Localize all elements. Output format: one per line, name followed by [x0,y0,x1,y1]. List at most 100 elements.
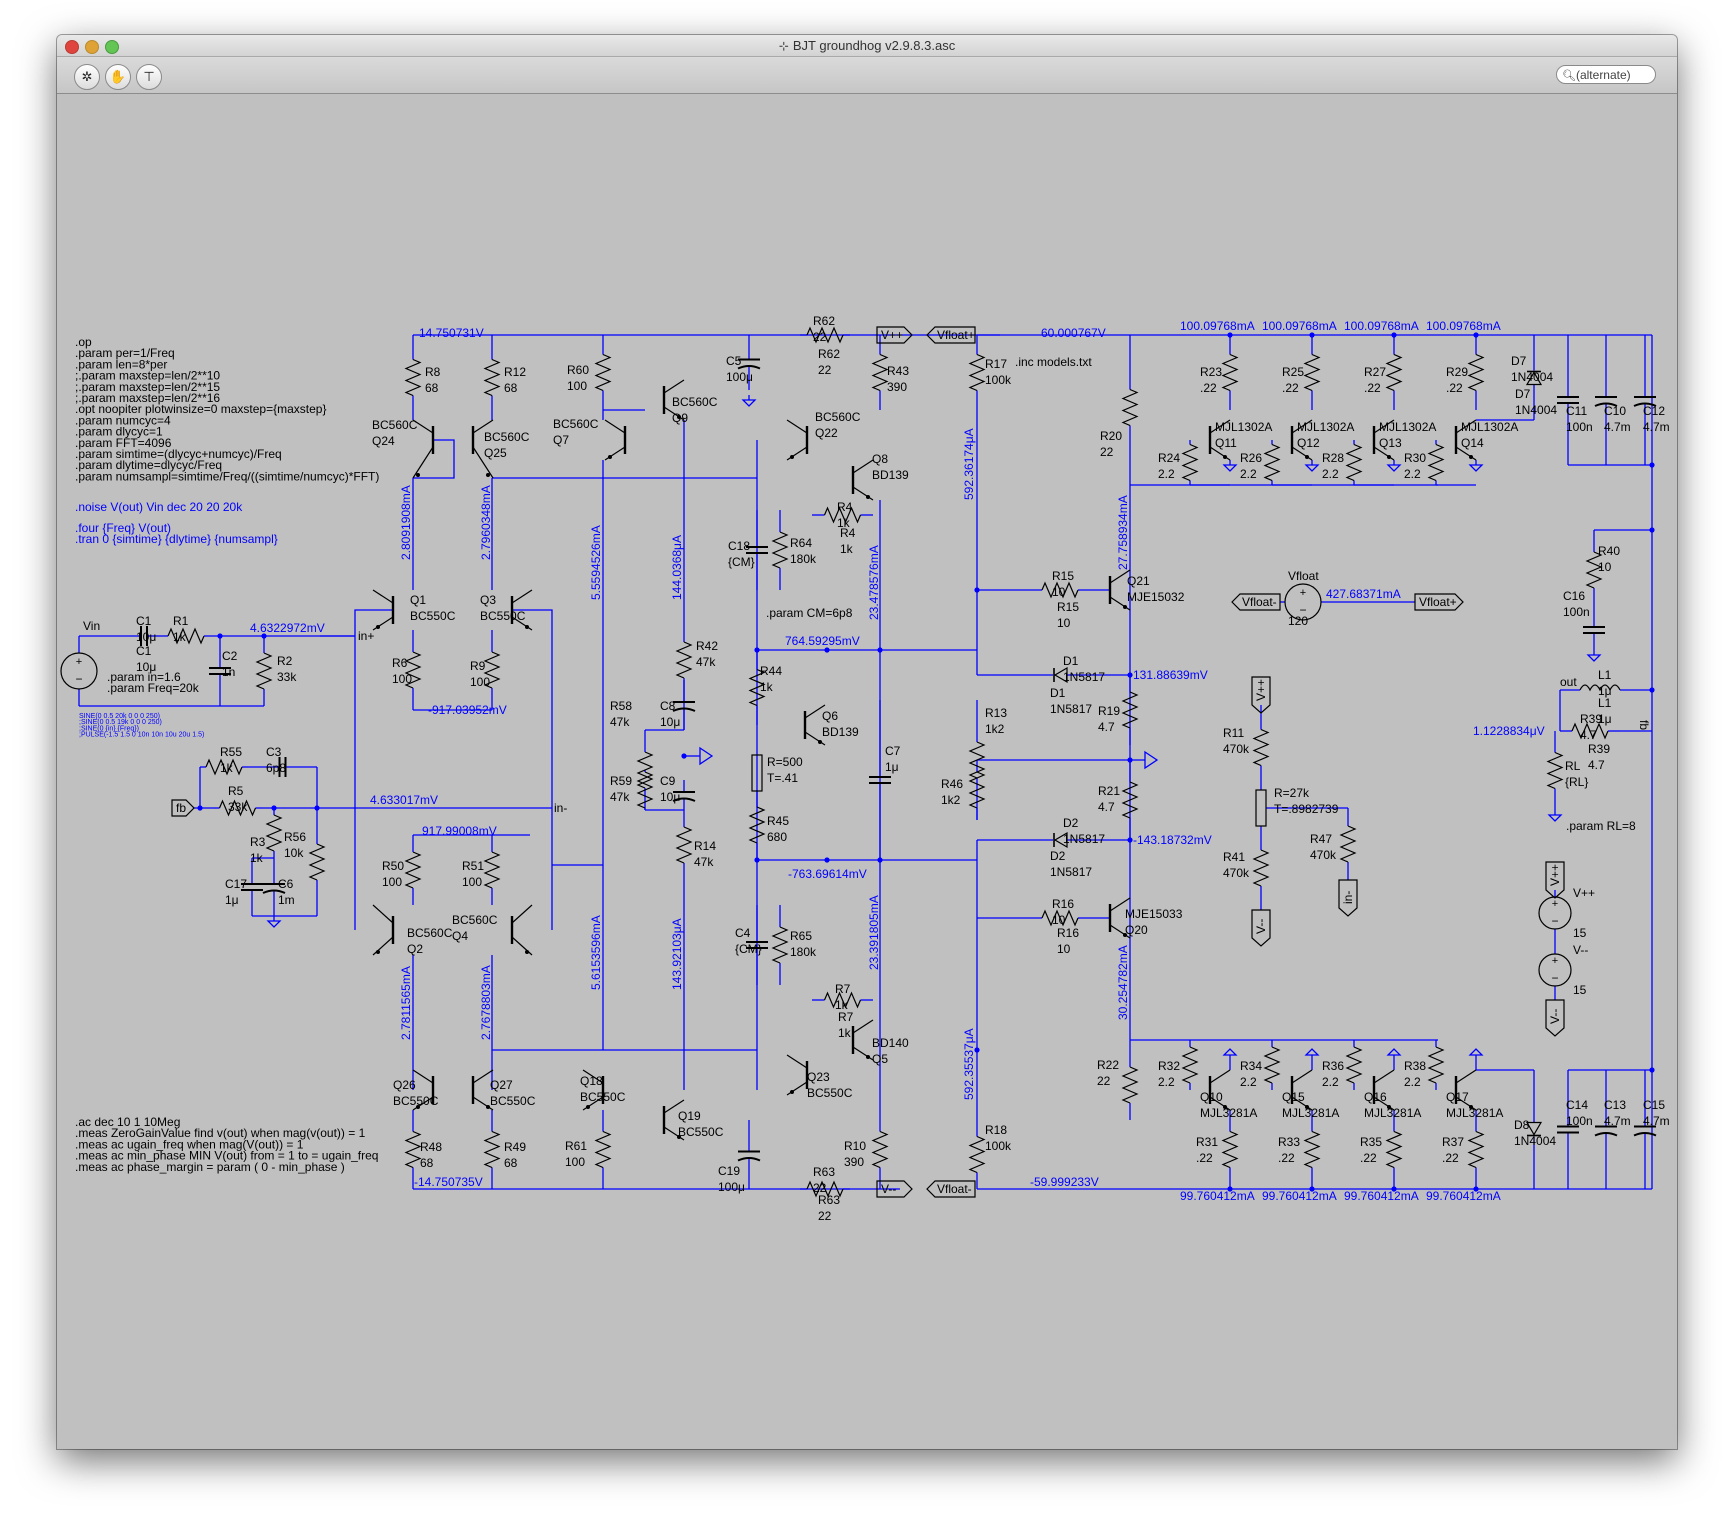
part-label: .22 [1442,1151,1459,1165]
part-label: 1m [278,893,295,907]
part-label: R63 [818,1193,840,1207]
r43-resistor [871,353,889,392]
r61-resistor [594,1130,612,1169]
part-label: 68 [504,1156,518,1170]
out-label: out [1560,675,1577,689]
part-label: 1N4004 [1511,370,1553,384]
part-label: MJL1302A [1215,420,1272,434]
part-label: Q6 [822,709,838,723]
label: 100.09768mA [1180,319,1255,333]
part-label: Q27 [490,1078,513,1092]
part-label: .22 [1360,1151,1377,1165]
vin-param: .param Freq=20k [107,681,200,695]
q14-transistor [1455,419,1477,434]
q7-transistor [608,455,612,459]
part-label: 68 [425,381,439,395]
part-label: 100μ [718,1180,745,1194]
part-label: BC550C [678,1125,724,1139]
search-field[interactable]: 🔍︎(alternate) [1556,65,1656,84]
part-label: R49 [504,1140,526,1154]
vin-source-spec: ;SINE(0 {in} {Freq}) [79,725,139,732]
part-label: 10 [1057,616,1071,630]
schematic-svg[interactable]: +−+−+−+− .op.param per=1/Freq.param len=… [57,94,1677,1449]
zoom-window-button[interactable] [105,40,119,54]
part-label: 2.2 [1322,467,1339,481]
part-label: R50 [382,859,404,873]
q17-transistor [1469,1105,1473,1109]
part-label: BD139 [822,725,859,739]
r44-resistor [748,668,766,707]
minus-sign: − [1551,914,1558,928]
close-window-button[interactable] [65,40,79,54]
r3-resistor [265,814,283,852]
r9-resistor [483,651,501,689]
current-annotation: 2.7811565mA [399,966,413,1040]
current-annotation: 23.391805mA [867,895,881,970]
part-label: 100 [565,1155,585,1169]
supply-marker [1304,1048,1320,1056]
part-label: 15 [1573,983,1587,997]
q27-transistor [486,1105,490,1109]
r23-resistor [1221,353,1239,392]
part-label: BD139 [872,468,909,482]
part-label: R15 [1057,600,1079,614]
part-label: C14 [1566,1098,1588,1112]
probe-tool-button[interactable]: ⊤ [136,64,162,90]
part-label: C6 [278,877,294,891]
part-label: 68 [420,1156,434,1170]
part-label: Q9 [672,411,688,425]
q13-transistor [1373,419,1395,434]
part-label: D2 [1050,849,1066,863]
part-label: 1k [835,998,849,1012]
pan-tool-button[interactable]: ✋ [105,64,131,90]
q8-transistor [866,495,870,499]
label: -917.03952mV [428,703,507,717]
part-label: 1k [837,516,851,530]
part-label: C3 [266,745,282,759]
part-label: Q12 [1297,436,1320,450]
minus-sign: − [75,672,82,686]
in-minus-flag [1338,879,1358,917]
plus-sign: + [76,656,82,668]
part-label: R64 [790,536,812,550]
part-label: 68 [504,381,518,395]
vmm-src-flag-label: V-- [1548,1009,1562,1024]
part-label: 1k2 [985,722,1005,736]
vin-source-spec: SINE(0 0.5 20k 0 0 0 250) [79,713,160,720]
q27-transistor [472,1069,494,1084]
window-title: BJT groundhog v2.9.8.3.asc [792,38,956,53]
spice-directive: .param numsampl=simtime/Freq/((simtime/n… [75,469,379,483]
vpp-flag [876,326,913,344]
spice-directive: ;.param maxstep=len/2**16 [75,391,220,405]
q1-transistor [376,625,380,629]
q9-transistor [663,379,685,394]
minimize-window-button[interactable] [85,40,99,54]
part-label: C15 [1643,1098,1665,1112]
part-label: BC560C [372,418,418,432]
part-label: Q13 [1379,436,1402,450]
schematic-canvas[interactable]: +−+−+−+− .op.param per=1/Freq.param len=… [57,94,1677,1449]
q22-transistor [786,446,808,461]
q22-transistor [790,455,794,459]
part-label: Q23 [807,1070,830,1084]
part-label: D7 [1511,354,1527,368]
current-annotation: 5.6153596mA [589,915,603,990]
part-label: 470k [1223,742,1250,756]
c15-capacitor [1633,1132,1657,1137]
pointer-tool-button[interactable]: ✲ [74,64,100,90]
part-label: R31 [1196,1135,1218,1149]
part-label: R42 [696,639,718,653]
part-label: R16 [1052,897,1074,911]
part-label: C18 [728,539,750,553]
q14-transistor [1469,455,1473,459]
ac-directive: .meas ac phase_margin = param ( 0 - min_… [75,1160,345,1174]
r7-resistor [823,991,862,1009]
q24-transistor [412,419,434,434]
r62-resistor [806,326,844,344]
part-label: 2.2 [1240,467,1257,481]
r41-resistor [1252,849,1270,887]
vfloat-source [1284,583,1322,621]
part-label: Q26 [393,1078,416,1092]
part-label: 1k2 [941,793,961,807]
part-label: C2 [222,649,238,663]
